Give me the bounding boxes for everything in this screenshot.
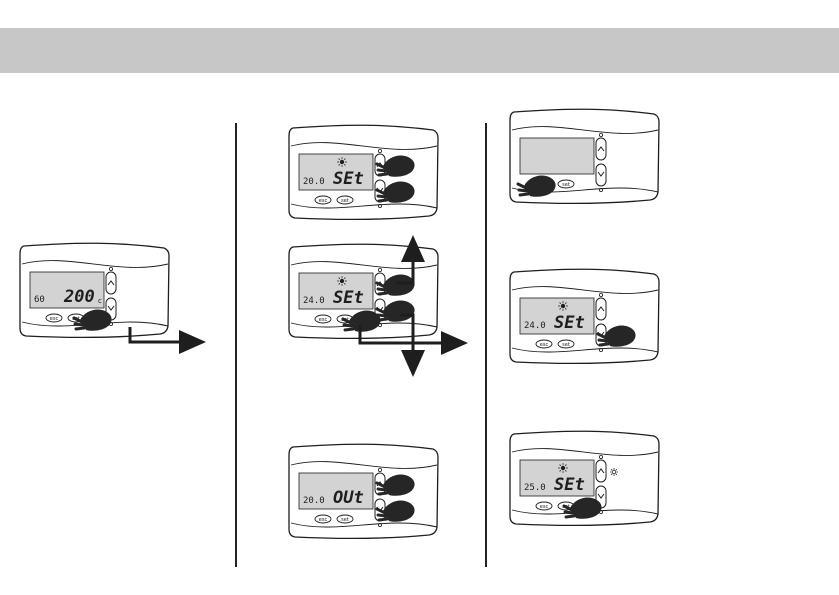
arrow-initial-to-right	[130, 327, 203, 342]
arrow-up-to-increase	[396, 238, 413, 283]
